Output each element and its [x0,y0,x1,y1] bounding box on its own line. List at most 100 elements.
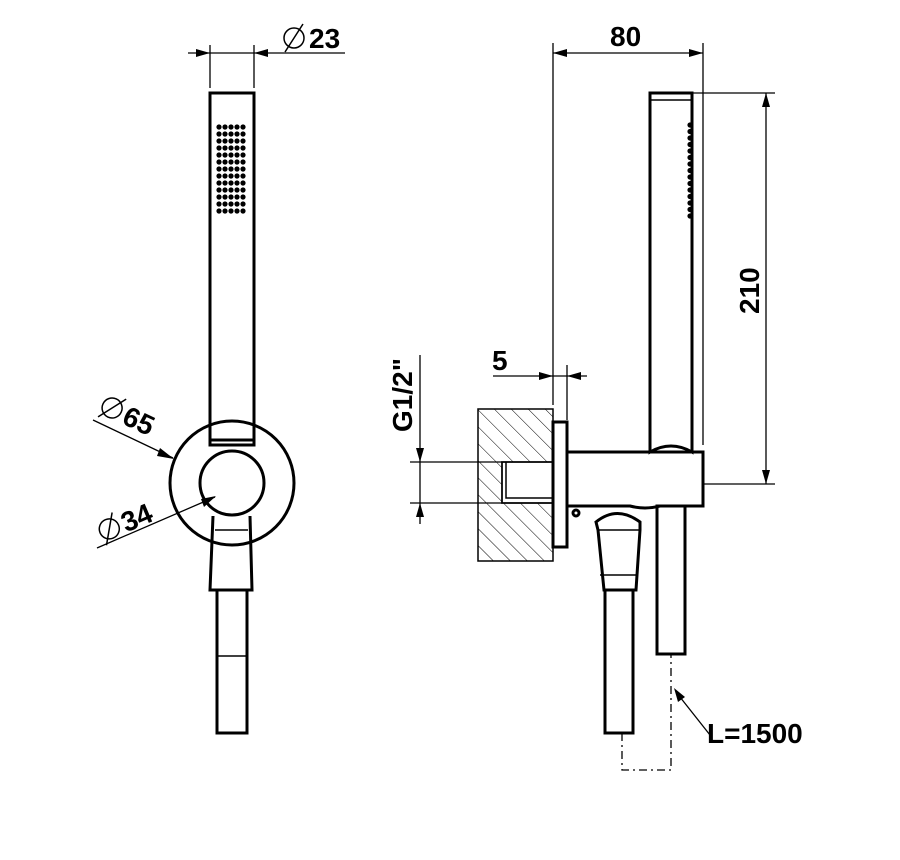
dim-hub-diameter: 34 [96,496,216,549]
front-hose [215,588,249,735]
hub-diameter-label: 34 [116,497,157,538]
nozzle-dot [240,131,246,137]
nozzle-dot [222,159,228,165]
thread-label: G1/2" [387,358,418,432]
nozzle-dot [687,148,693,154]
nozzle-dot [216,124,222,130]
nozzle-dot [222,124,228,130]
nozzle-dot [240,166,246,172]
nozzle-dot [222,208,228,214]
nozzle-dot [228,201,234,207]
nozzle-dot [240,208,246,214]
nozzle-dot [234,131,240,137]
projection-label: 80 [610,21,641,52]
nozzle-dot [222,187,228,193]
nozzle-dot [234,201,240,207]
nozzle-dot [216,201,222,207]
nozzle-dot [687,174,693,180]
nozzle-dot [228,159,234,165]
nozzle-dot [228,173,234,179]
side-wall-plate [551,420,569,549]
nozzle-dot [234,166,240,172]
nozzle-dot [240,201,246,207]
nozzle-dot [216,187,222,193]
nozzle-dot [216,208,222,214]
wall-outlet-cavity [501,461,554,504]
side-screw [571,508,581,518]
hose-length-label: L=1500 [707,718,803,749]
nozzle-dot [240,187,246,193]
nozzle-dot [222,131,228,137]
side-shower-body [648,91,694,455]
nozzle-dot [216,173,222,179]
nozzle-dot [234,145,240,151]
nozzle-dot [234,194,240,200]
front-wall-plate [168,419,296,547]
dim-thread: G1/2" [387,355,502,524]
nozzle-dot [222,145,228,151]
nozzle-dot [687,213,693,219]
nozzle-dot [228,194,234,200]
nozzle-dot [240,180,246,186]
diameter-symbol-icon [98,512,121,546]
diameter-symbol-icon [97,397,127,419]
nozzle-dot [234,124,240,130]
nozzle-dot [240,124,246,130]
nozzle-dot [216,166,222,172]
nozzle-dot [234,152,240,158]
front-hose-connector [208,515,254,592]
wall-offset-label: 5 [492,345,508,376]
nozzle-dot [216,138,222,144]
nozzle-dot [216,159,222,165]
nozzle-dot [234,208,240,214]
nozzle-dot [687,122,693,128]
nozzle-dot [687,135,693,141]
wall-section [477,408,554,562]
nozzle-dot [228,138,234,144]
nozzle-dot [687,161,693,167]
nozzle-dot [240,159,246,165]
nozzle-dot [222,173,228,179]
nozzle-dot [222,201,228,207]
side-nozzle-dots [687,122,693,219]
nozzle-dot [687,187,693,193]
side-hose-connector [594,512,642,592]
side-view: 80 210 5 G1/2" [387,21,803,771]
nozzle-dot [216,194,222,200]
nozzle-dot [234,159,240,165]
nozzle-dot [216,152,222,158]
nozzle-dot [687,141,693,148]
nozzle-dot [687,200,693,206]
nozzle-dot [222,138,228,144]
side-shower-stub [655,504,687,656]
nozzle-dot [240,138,246,144]
nozzle-dot [687,180,693,187]
nozzle-dot [228,166,234,172]
diameter-symbol-icon [283,23,305,53]
handle-diameter-label: 23 [309,23,340,54]
nozzle-dot [216,131,222,137]
nozzle-dot [222,180,228,186]
dim-projection: 80 [552,21,704,445]
front-shower-body [208,91,256,447]
dim-shower-height: 210 [692,92,775,485]
front-nozzle-dots [216,124,246,214]
nozzle-dot [240,152,246,158]
nozzle-dot [228,208,234,214]
nozzle-dot [216,145,222,151]
side-body-arm [565,450,705,510]
nozzle-dot [687,193,693,200]
nozzle-dot [687,167,693,174]
nozzle-dot [228,180,234,186]
dim-wall-offset: 5 [492,345,587,420]
dim-plate-diameter: 65 [92,397,174,459]
dim-handle-diameter: 23 [188,23,345,88]
nozzle-dot [228,131,234,137]
nozzle-dot [687,128,693,135]
dim-hose-length: L=1500 [674,688,803,749]
nozzle-dot [222,166,228,172]
nozzle-dot [240,145,246,151]
nozzle-dot [687,154,693,161]
nozzle-dot [687,206,693,213]
nozzle-dot [240,194,246,200]
